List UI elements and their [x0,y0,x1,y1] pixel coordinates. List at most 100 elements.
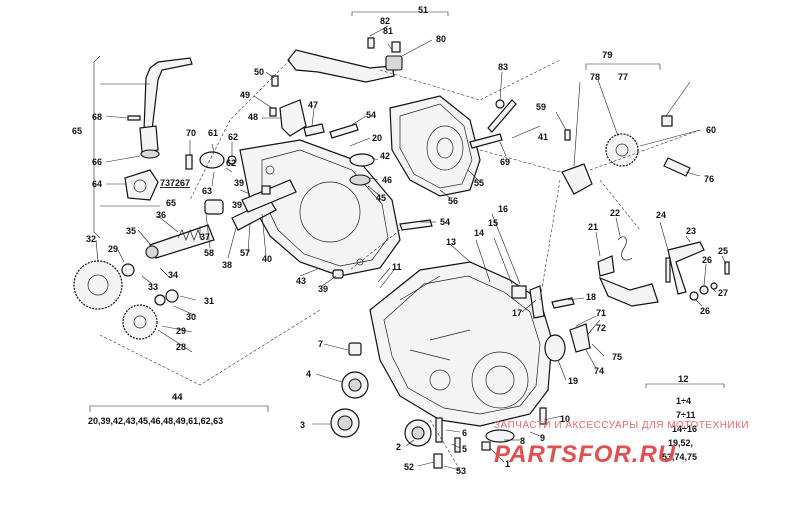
callout-22: 22 [610,208,620,218]
callout-63: 63 [202,186,212,196]
callout-74: 74 [594,366,604,376]
callout-50: 50 [254,67,264,77]
callout-62-top: 62 [228,132,238,142]
group-12-line-2: 7÷11 [676,410,695,420]
callout-20: 20 [372,133,382,143]
screws-and-bolts [127,75,575,453]
callout-3: 3 [300,420,305,430]
callout-9: 9 [540,433,545,443]
callout-39-lower: 39 [318,284,328,294]
bracket-44 [89,405,269,412]
kickstart-shaft [145,224,215,259]
callout-24: 24 [656,210,666,220]
callout-23: 23 [686,226,696,236]
callout-1: 1 [505,459,510,469]
callout-79: 79 [602,50,613,61]
callout-72: 72 [596,323,606,333]
callout-58: 58 [204,248,214,258]
callout-41: 41 [538,132,548,142]
callout-77: 77 [618,72,628,82]
callout-80: 80 [436,34,446,44]
callout-75: 75 [612,352,622,362]
callout-54-top: 54 [366,110,376,120]
callout-70: 70 [186,128,196,138]
callout-49: 49 [240,90,250,100]
callout-11: 11 [392,262,402,272]
callout-56: 56 [448,196,458,206]
callout-16: 16 [498,204,508,214]
callout-81: 81 [383,26,393,36]
bracket-79 [585,63,661,70]
callout-45: 45 [376,193,386,203]
callout-19: 19 [568,376,578,386]
callout-43: 43 [296,276,306,286]
callout-69: 69 [500,157,510,167]
callout-51: 51 [418,5,428,15]
callout-21: 21 [588,222,598,232]
callout-46: 46 [382,175,392,185]
callout-31: 31 [204,296,214,306]
callout-15: 15 [488,218,498,228]
group-12-line-5: 53,74,75 [662,452,697,462]
group-12-line-1: 1÷4 [676,396,691,406]
callout-61: 61 [208,128,218,138]
callout-82: 82 [380,16,390,26]
callout-71: 71 [596,308,606,318]
kit-number-737267: 737267 [160,178,190,188]
callout-39-upper: 39 [234,178,244,188]
callout-53: 53 [456,466,466,476]
group-12-line-3: 14÷16 [672,424,697,434]
callout-36: 36 [156,210,166,220]
callout-76: 76 [704,174,714,184]
callout-10: 10 [560,414,570,424]
callout-78: 78 [590,72,600,82]
callout-5: 5 [462,444,467,454]
watermark-brand: PARTSFOR.RU [494,441,676,468]
callout-33: 33 [148,282,158,292]
callout-64: 64 [92,179,102,189]
callout-18: 18 [586,292,596,302]
sprocket-assembly [561,115,691,195]
group-44-part-list: 20,39,42,43,45,46,48,49,61,62,63 [88,416,223,426]
callout-65-left: 65 [72,126,82,136]
callout-6: 6 [462,428,467,438]
callout-29-lower: 29 [176,326,186,336]
callout-57: 57 [240,248,250,258]
left-crankcase-cover [239,139,401,277]
callout-39-mid: 39 [232,200,242,210]
clutch-cover [389,95,481,197]
callout-44: 44 [172,392,183,403]
callout-17: 17 [512,308,522,318]
callout-35: 35 [126,226,136,236]
watermark-tagline: ЗАПЧАСТИ И АКСЕССУАРЫ ДЛЯ МОТОТЕХНИКИ [494,420,749,431]
callout-12: 12 [678,374,689,385]
gear-shift-lever [287,37,403,83]
callout-29-upper: 29 [108,244,118,254]
callout-8: 8 [520,436,525,446]
kickstart-lever [124,57,193,201]
callout-28: 28 [176,342,186,352]
callout-62: 62 [226,158,236,168]
callout-68: 68 [92,112,102,122]
callout-60: 60 [706,125,716,135]
callout-55: 55 [474,178,484,188]
assembly-lines [99,59,701,471]
bracket-65 [93,55,101,239]
callout-4: 4 [306,369,311,379]
callout-66: 66 [92,157,102,167]
callout-26-upper: 26 [702,255,712,265]
callout-40: 40 [262,254,272,264]
group-12-line-4: 19,52, [668,438,693,448]
leader-lines [95,25,727,471]
callout-47: 47 [308,100,318,110]
callout-2: 2 [396,442,401,452]
callout-54-mid: 54 [440,217,450,227]
callout-30: 30 [186,312,196,322]
kickstart-gears [73,260,179,340]
callout-34: 34 [168,270,178,280]
bracket-51 [351,11,449,16]
callout-52: 52 [404,462,414,472]
callout-83: 83 [498,62,508,72]
callout-7: 7 [318,339,323,349]
small-parts-cluster [185,151,237,170]
